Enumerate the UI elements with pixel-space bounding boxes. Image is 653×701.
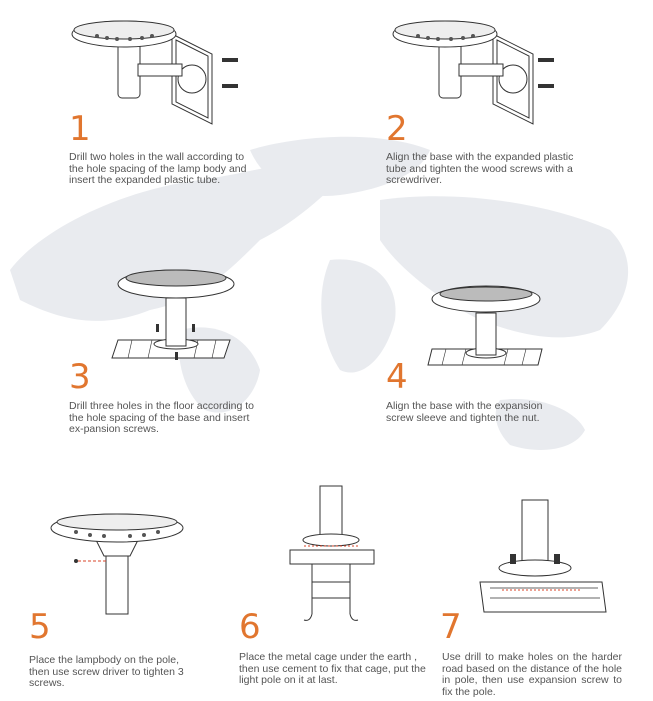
step-number: 7 [440, 607, 462, 647]
step-number: 1 [69, 109, 91, 149]
floor-lamp-illustration [427, 285, 543, 366]
step-number: 4 [386, 357, 408, 397]
wall-lamp-illustration [71, 20, 238, 125]
step-description: Place the lampbody on the pole, then use… [29, 654, 184, 689]
step-number: 3 [69, 357, 91, 397]
map-continent-north [250, 136, 430, 196]
pole-base-illustration [479, 499, 607, 613]
wall-lamp-illustration [392, 20, 554, 125]
step-description: Align the base with the expanded plastic… [386, 151, 574, 186]
step-description: Align the base with the expansion screw … [386, 400, 543, 424]
step-number: 2 [386, 109, 408, 149]
map-continent-east [380, 196, 629, 338]
step-number: 6 [239, 607, 261, 647]
map-continent-oceania [495, 399, 585, 450]
pole-lamp-illustration [50, 513, 184, 615]
step-description: Drill two holes in the wall according to… [69, 151, 247, 186]
step-description: Use drill to make holes on the harder ro… [442, 651, 622, 698]
map-continent-west [10, 157, 360, 321]
step-description: Drill three holes in the floor according… [69, 400, 255, 435]
map-continent-africa [321, 259, 396, 373]
step-description: Place the metal cage under the earth , t… [239, 651, 426, 686]
metal-cage-illustration [289, 485, 375, 621]
step-number: 5 [29, 607, 51, 647]
floor-lamp-illustration [111, 269, 235, 360]
